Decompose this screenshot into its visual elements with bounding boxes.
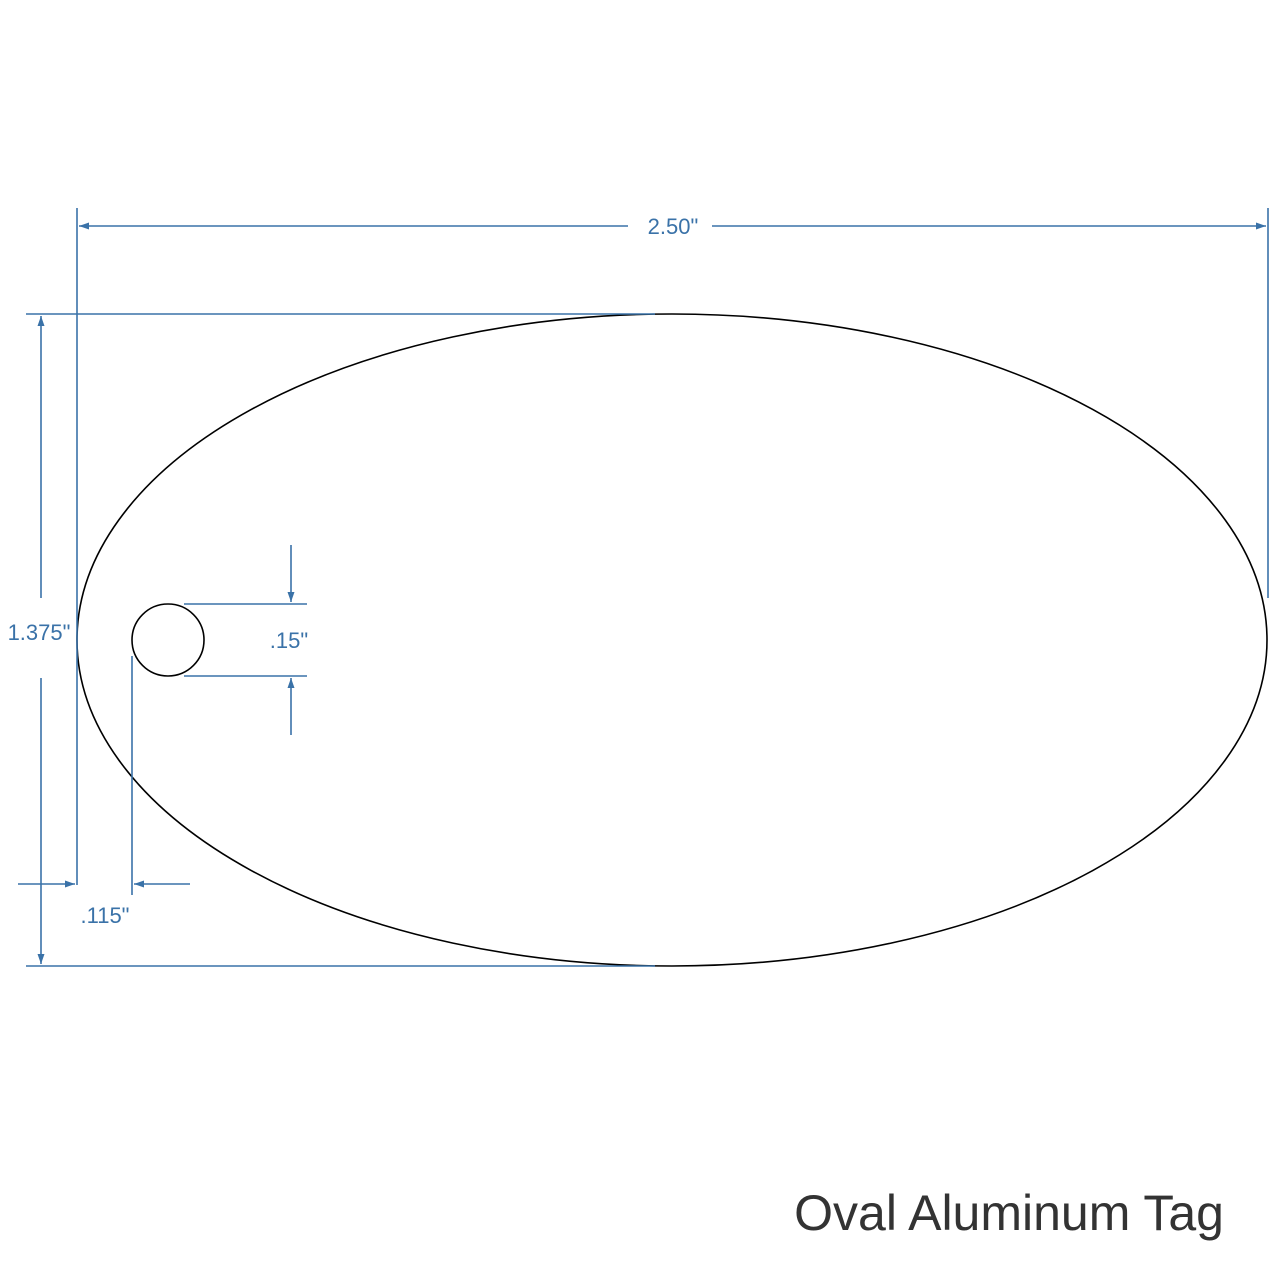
overall-width-label: 2.50" [648,214,699,239]
hole-offset-label: .115" [81,903,130,928]
oval-tag-outline [76,313,1268,967]
hole-diameter-label: .15" [270,628,308,653]
hanging-hole [131,603,205,677]
drawing-title: Oval Aluminum Tag [794,1185,1224,1241]
overall-height-label: 1.375" [8,620,71,645]
dimension-lines [18,208,1269,967]
